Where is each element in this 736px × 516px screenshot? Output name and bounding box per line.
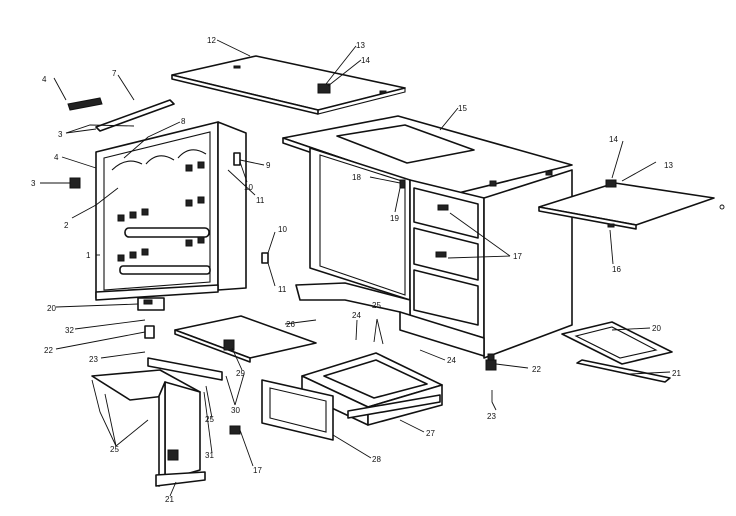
- callout-20: 20: [652, 324, 661, 333]
- bottom-bar: [576, 359, 671, 383]
- callout-27: 27: [426, 429, 435, 438]
- callout-13: 13: [356, 41, 365, 50]
- callout-labels: 1 2 3 3 4 4 7 8 9 10 10 11 11 12 13 13 1…: [31, 36, 681, 504]
- registration-mark: [719, 204, 725, 210]
- callout-14: 14: [609, 135, 618, 144]
- shelf-panel: [174, 315, 317, 363]
- callout-2: 2: [64, 221, 69, 230]
- callout-21: 21: [672, 369, 681, 378]
- callout-26: 26: [286, 320, 295, 329]
- drawer-front-panel: [261, 379, 334, 441]
- callout-18: 18: [352, 173, 361, 182]
- callout-3: 3: [58, 130, 63, 139]
- callout-32: 32: [65, 326, 74, 335]
- callout-10: 10: [278, 225, 287, 234]
- callout-20: 20: [47, 304, 56, 313]
- callout-24: 24: [447, 356, 456, 365]
- callout-24: 24: [352, 311, 361, 320]
- callout-14: 14: [361, 56, 370, 65]
- callout-25: 25: [372, 301, 381, 310]
- callout-22: 22: [532, 365, 541, 374]
- lift-mechanism: [91, 357, 223, 487]
- top-lid-panel: [171, 55, 406, 115]
- callout-25: 25: [205, 415, 214, 424]
- callout-30: 30: [231, 406, 240, 415]
- callout-25: 25: [110, 445, 119, 454]
- callout-11: 11: [256, 196, 265, 205]
- callout-13: 13: [664, 161, 673, 170]
- callout-21: 21: [165, 495, 174, 504]
- callout-9: 9: [266, 161, 271, 170]
- callout-22: 22: [44, 346, 53, 355]
- callout-29: 29: [236, 369, 245, 378]
- bottom-plate: [561, 321, 673, 365]
- leader-lines: [40, 39, 671, 497]
- handle-strip: [67, 97, 175, 132]
- callout-17: 17: [253, 466, 262, 475]
- callout-31: 31: [205, 451, 214, 460]
- callout-16: 16: [612, 265, 621, 274]
- extension-leaf: [538, 179, 715, 230]
- callout-1: 1: [86, 251, 91, 260]
- callout-17: 17: [513, 252, 522, 261]
- callout-4: 4: [54, 153, 59, 162]
- callout-23: 23: [89, 355, 98, 364]
- callout-12: 12: [207, 36, 216, 45]
- cabinet-body: [282, 115, 573, 365]
- door-frame: [95, 121, 269, 301]
- callout-8: 8: [181, 117, 186, 126]
- drawer-front-strip: [347, 394, 441, 419]
- callout-3: 3: [31, 179, 36, 188]
- callout-4: 4: [42, 75, 47, 84]
- callout-19: 19: [390, 214, 399, 223]
- callout-23: 23: [487, 412, 496, 421]
- callout-10: 10: [244, 183, 253, 192]
- callout-7: 7: [112, 69, 117, 78]
- callout-28: 28: [372, 455, 381, 464]
- callout-15: 15: [458, 104, 467, 113]
- callout-11: 11: [278, 285, 287, 294]
